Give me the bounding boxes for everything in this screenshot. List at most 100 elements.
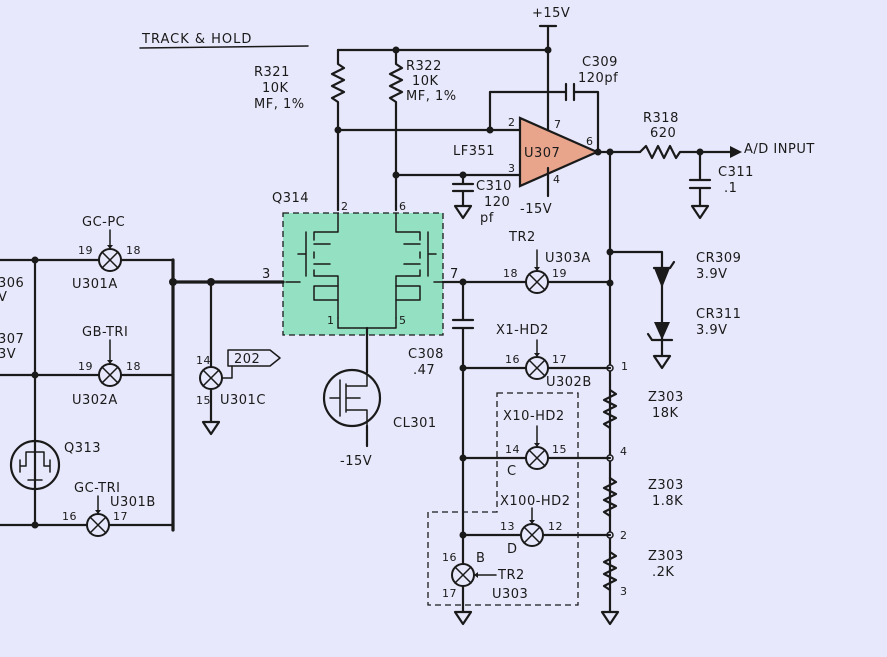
cr309-zener	[654, 268, 670, 288]
cr311-bar	[646, 332, 674, 342]
sw-b-ctrl: TR2	[497, 568, 525, 583]
q314-pin-5: 5	[399, 314, 407, 327]
c310-capacitor	[451, 173, 475, 208]
ground-icon	[453, 204, 473, 220]
r321-value: 10K	[262, 81, 289, 96]
r322-tolerance: MF, 1%	[406, 89, 457, 104]
r322-resistor	[388, 48, 404, 212]
junction	[334, 126, 342, 134]
cl301-body	[322, 368, 382, 428]
sw-d-pin-in: 13	[500, 520, 515, 533]
cr309-value: 3.9V	[696, 267, 728, 282]
u302a-pin-out: 18	[126, 360, 141, 373]
z303-0.2k	[602, 550, 618, 592]
u301b-pin-out: 17	[113, 510, 128, 523]
z2-value: 1.8K	[652, 494, 683, 509]
q314-pin-2: 2	[341, 200, 349, 213]
r321-resistor	[330, 48, 346, 212]
switch-u301a	[98, 229, 122, 272]
cl301-ref: CL301	[393, 416, 437, 431]
u307-opamp	[518, 116, 600, 188]
ground-icon	[201, 420, 221, 436]
switch-d	[520, 507, 544, 547]
sw-c-pin-out: 15	[552, 443, 567, 456]
r322-ref: R322	[406, 59, 442, 74]
switch-u302b	[525, 339, 549, 380]
u302a-ctrl: GB-TRI	[82, 325, 128, 340]
sw-d-ctrl: X100-HD2	[500, 494, 570, 509]
junction	[594, 148, 602, 156]
vpos-label: +15V	[532, 6, 570, 21]
z1-value: 18K	[652, 406, 679, 421]
c311-value: .1	[724, 181, 737, 196]
opamp-pin-7: 7	[554, 118, 562, 131]
ground-icon	[652, 354, 672, 370]
u301a-pin-in: 19	[78, 244, 93, 257]
u303a-ref: U303A	[545, 251, 591, 266]
sw-b-ref: B	[476, 551, 485, 566]
z1-ref: Z303	[648, 390, 684, 405]
z303-18k	[602, 388, 618, 430]
u301b-ctrl: GC-TRI	[74, 481, 120, 496]
opamp-pin-3: 3	[508, 162, 516, 175]
cr309-ref: CR309	[696, 251, 741, 266]
u301c-pin-in: 14	[196, 354, 211, 367]
u303a-pin-in: 18	[503, 267, 518, 280]
c309-value: 120pf	[578, 71, 618, 86]
sw-c-pin-in: 14	[505, 443, 520, 456]
r318-ref: R318	[643, 111, 679, 126]
schematic-title: TRACK & HOLD	[141, 32, 252, 47]
title-underline	[139, 45, 309, 49]
u301b-pin-in: 16	[62, 510, 77, 523]
opamp-pin-4: 4	[553, 173, 561, 186]
z3-pin: 2	[620, 529, 628, 542]
sw-d-pin-out: 12	[548, 520, 563, 533]
u301a-pin-out: 18	[126, 244, 141, 257]
q314-pin-6: 6	[399, 200, 407, 213]
u303a-ctrl: TR2	[508, 230, 536, 245]
output-label: A/D INPUT	[744, 142, 815, 157]
z3-value: .2K	[652, 565, 674, 580]
c309-feedback-path	[488, 90, 600, 152]
z3-ref: Z303	[648, 549, 684, 564]
u301a-ref: U301A	[72, 277, 118, 292]
junction	[31, 256, 39, 264]
u303-package-outline	[427, 392, 579, 606]
c309-capacitor	[564, 82, 576, 102]
opamp-vneg-label: -15V	[520, 202, 552, 217]
q314-pin-3: 3	[262, 267, 271, 282]
switch-u301b	[86, 495, 110, 537]
r321-ref: R321	[254, 65, 290, 80]
q314-internal	[285, 212, 444, 329]
u301c-pin-out: 15	[196, 394, 211, 407]
left-cut-label-b: V	[0, 290, 7, 305]
left-cut-label-c: 307	[0, 332, 24, 347]
u307-ref: U307	[524, 146, 560, 161]
cr309-bar	[652, 260, 676, 270]
sw-d-ref: D	[507, 542, 518, 557]
c309-ref: C309	[582, 55, 618, 70]
zener-branch	[608, 250, 664, 358]
cr311-value: 3.9V	[696, 323, 728, 338]
q314-fet-array	[282, 212, 444, 336]
c311-ref: C311	[718, 165, 754, 180]
z1-pin: 1	[621, 360, 629, 373]
c311-capacitor	[688, 150, 712, 208]
u302a-ref: U302A	[72, 393, 118, 408]
u303-ref: U303	[492, 587, 528, 602]
sw-c-ref: C	[507, 464, 517, 479]
ground-icon	[453, 610, 473, 626]
r318-value: 620	[650, 126, 676, 141]
q314-ref: Q314	[272, 191, 309, 206]
opamp-pin-2: 2	[508, 116, 516, 129]
u301c-ctrl-flag	[227, 349, 281, 367]
junction	[392, 171, 400, 179]
r318-resistor	[638, 144, 732, 160]
c310-value: 120	[484, 195, 510, 210]
sw-b-pin-out: 17	[442, 587, 457, 600]
c308-value: .47	[413, 363, 435, 378]
u302b-pin-out: 17	[552, 353, 567, 366]
cr311-zener	[654, 322, 670, 340]
switch-c	[525, 425, 549, 470]
